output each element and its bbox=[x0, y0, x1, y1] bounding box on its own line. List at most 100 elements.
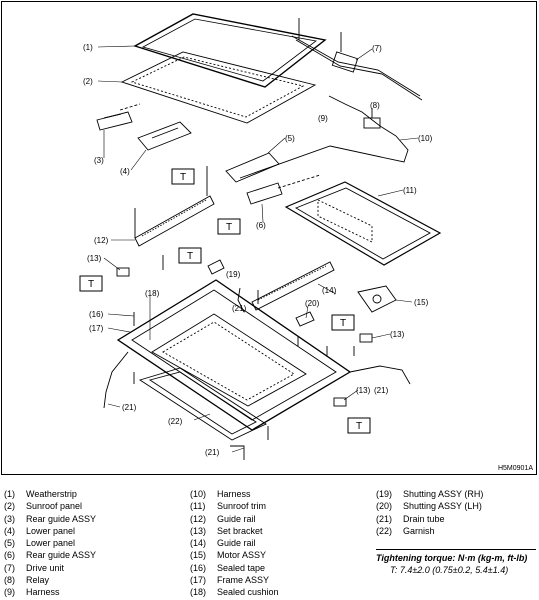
legend-item: (21)Drain tube bbox=[376, 513, 445, 524]
set-bracket-left bbox=[116, 267, 130, 277]
legend-item: (12)Guide rail bbox=[190, 513, 256, 524]
torque-divider bbox=[376, 549, 536, 550]
legend-item: (6)Rear guide ASSY bbox=[4, 550, 97, 561]
set-bracket-right bbox=[359, 333, 373, 343]
legend-item: (13)Set bracket bbox=[190, 525, 263, 536]
motor-assy bbox=[357, 285, 397, 313]
callout-8: (8) bbox=[370, 101, 380, 110]
frame-opening bbox=[151, 313, 307, 407]
torque-mark: T bbox=[340, 318, 346, 329]
sunroof-trim-inner bbox=[294, 187, 431, 260]
legend-item: (3)Rear guide ASSY bbox=[4, 513, 97, 524]
callout-21-front-right: (21) bbox=[205, 448, 220, 457]
callout-13-left: (13) bbox=[87, 254, 102, 263]
torque-mark: T bbox=[187, 251, 193, 262]
diagram-frame bbox=[1, 1, 537, 475]
shutting-assy-lh bbox=[295, 311, 315, 327]
drain-tube-front-left bbox=[103, 351, 129, 409]
callout-18: (18) bbox=[145, 289, 160, 298]
callout-12: (12) bbox=[94, 236, 109, 245]
torque-title: Tightening torque: N·m (kg-m, ft-lb) bbox=[376, 553, 528, 563]
legend-item: (22)Garnish bbox=[376, 525, 435, 536]
callout-5: (5) bbox=[285, 134, 295, 143]
torque-mark: T bbox=[356, 421, 362, 432]
torque-box bbox=[331, 314, 355, 331]
legend-item: (11)Sunroof trim bbox=[190, 501, 267, 512]
callout-1: (1) bbox=[83, 43, 93, 52]
harness-10 bbox=[239, 135, 409, 179]
rear-guide-left bbox=[96, 111, 133, 131]
exploded-diagram: T T T T T T (1) (2) (3) (4) (5) (6) (7) … bbox=[1, 1, 537, 475]
callout-22: (22) bbox=[168, 417, 183, 426]
callout-21-front-left: (21) bbox=[122, 403, 137, 412]
weatherstrip-outline bbox=[133, 13, 327, 88]
legend-item: (8)Relay bbox=[4, 575, 50, 586]
harness-9 bbox=[328, 95, 397, 137]
torque-mark-group: T T T T T T bbox=[79, 168, 371, 434]
torque-mark: T bbox=[88, 279, 94, 290]
callout-19: (19) bbox=[226, 270, 241, 279]
legend-item: (1)Weatherstrip bbox=[4, 489, 77, 499]
callout-14: (14) bbox=[322, 286, 337, 295]
legend-item: (16)Sealed tape bbox=[190, 562, 266, 573]
lower-panel-left bbox=[137, 121, 192, 151]
legend-item: (5)Lower panel bbox=[4, 538, 76, 549]
callout-15: (15) bbox=[414, 298, 429, 307]
callout-3: (3) bbox=[94, 156, 104, 165]
callout-11: (11) bbox=[403, 186, 417, 195]
torque-value: T: 7.4±2.0 (0.75±0.2, 5.4±1.4) bbox=[390, 565, 509, 575]
legend-column-3: (19)Shutting ASSY (RH) (20)Shutting ASSY… bbox=[376, 488, 483, 537]
weatherstrip-inner bbox=[141, 18, 317, 82]
sunroof-trim-outline bbox=[284, 181, 442, 266]
callout-17: (17) bbox=[89, 324, 104, 333]
legend-column-1: (1)Weatherstrip (2)Sunroof panel (3)Rear… bbox=[4, 488, 96, 599]
legend-column-2: (10)Harness (11)Sunroof trim (12)Guide r… bbox=[190, 488, 279, 599]
parts-legend: (1)Weatherstrip (2)Sunroof panel (3)Rear… bbox=[0, 483, 539, 600]
legend-item: (10)Harness bbox=[190, 489, 251, 499]
torque-box bbox=[79, 275, 103, 292]
legend-item: (20)Shutting ASSY (LH) bbox=[376, 501, 482, 512]
legend-item: (14)Guide rail bbox=[190, 538, 256, 549]
callout-2: (2) bbox=[83, 77, 93, 86]
torque-spec: Tightening torque: N·m (kg-m, ft-lb) T: … bbox=[376, 549, 536, 576]
callout-21-rear-right: (21) bbox=[374, 386, 389, 395]
callout-13-front: (13) bbox=[356, 386, 371, 395]
callout-6: (6) bbox=[256, 221, 266, 230]
callout-21-rear-left: (21) bbox=[232, 304, 247, 313]
drain-tube-front-right bbox=[230, 445, 245, 460]
shutting-assy-rh bbox=[207, 259, 225, 275]
lower-panel-right bbox=[225, 152, 280, 183]
guide-rail-left bbox=[134, 195, 215, 247]
torque-box bbox=[171, 168, 195, 185]
callout-13-right: (13) bbox=[390, 330, 405, 339]
callout-20: (20) bbox=[305, 299, 320, 308]
figure-code: H5M0901A bbox=[498, 465, 533, 472]
torque-box bbox=[217, 218, 241, 235]
torque-box bbox=[178, 247, 202, 264]
drive-cable bbox=[291, 35, 421, 97]
garnish bbox=[138, 367, 267, 441]
legend-item: (17)Frame ASSY bbox=[190, 575, 270, 586]
sunroof-exploded-view: T T T T T T (1) (2) (3) (4) (5) (6) (7) … bbox=[1, 1, 537, 475]
legend-item: (4)Lower panel bbox=[4, 525, 76, 536]
torque-mark: T bbox=[180, 172, 186, 183]
sunroof-panel-shape bbox=[120, 51, 317, 124]
legend-item: (19)Shutting ASSY (RH) bbox=[376, 489, 484, 499]
torque-mark: T bbox=[226, 222, 232, 233]
callout-labels: (1) (2) (3) (4) (5) (6) (7) (8) (9) (10)… bbox=[83, 43, 433, 457]
drain-tube-rear-left bbox=[237, 287, 245, 313]
legend-item: (18)Sealed cushion bbox=[190, 587, 279, 598]
callout-16: (16) bbox=[89, 310, 104, 319]
drain-tube-rear-right bbox=[349, 365, 411, 385]
legend-item: (9)Harness bbox=[4, 587, 60, 598]
drive-unit-body bbox=[331, 51, 359, 73]
sunroof-panel-inner bbox=[130, 56, 305, 118]
callout-10: (10) bbox=[418, 134, 433, 143]
set-bracket-front bbox=[333, 397, 347, 407]
rear-guide-right bbox=[246, 182, 283, 205]
torque-box bbox=[347, 417, 371, 434]
callout-9: (9) bbox=[318, 114, 328, 123]
callout-4: (4) bbox=[120, 167, 130, 176]
callout-7: (7) bbox=[372, 44, 382, 53]
legend-item: (15)Motor ASSY bbox=[190, 550, 267, 561]
